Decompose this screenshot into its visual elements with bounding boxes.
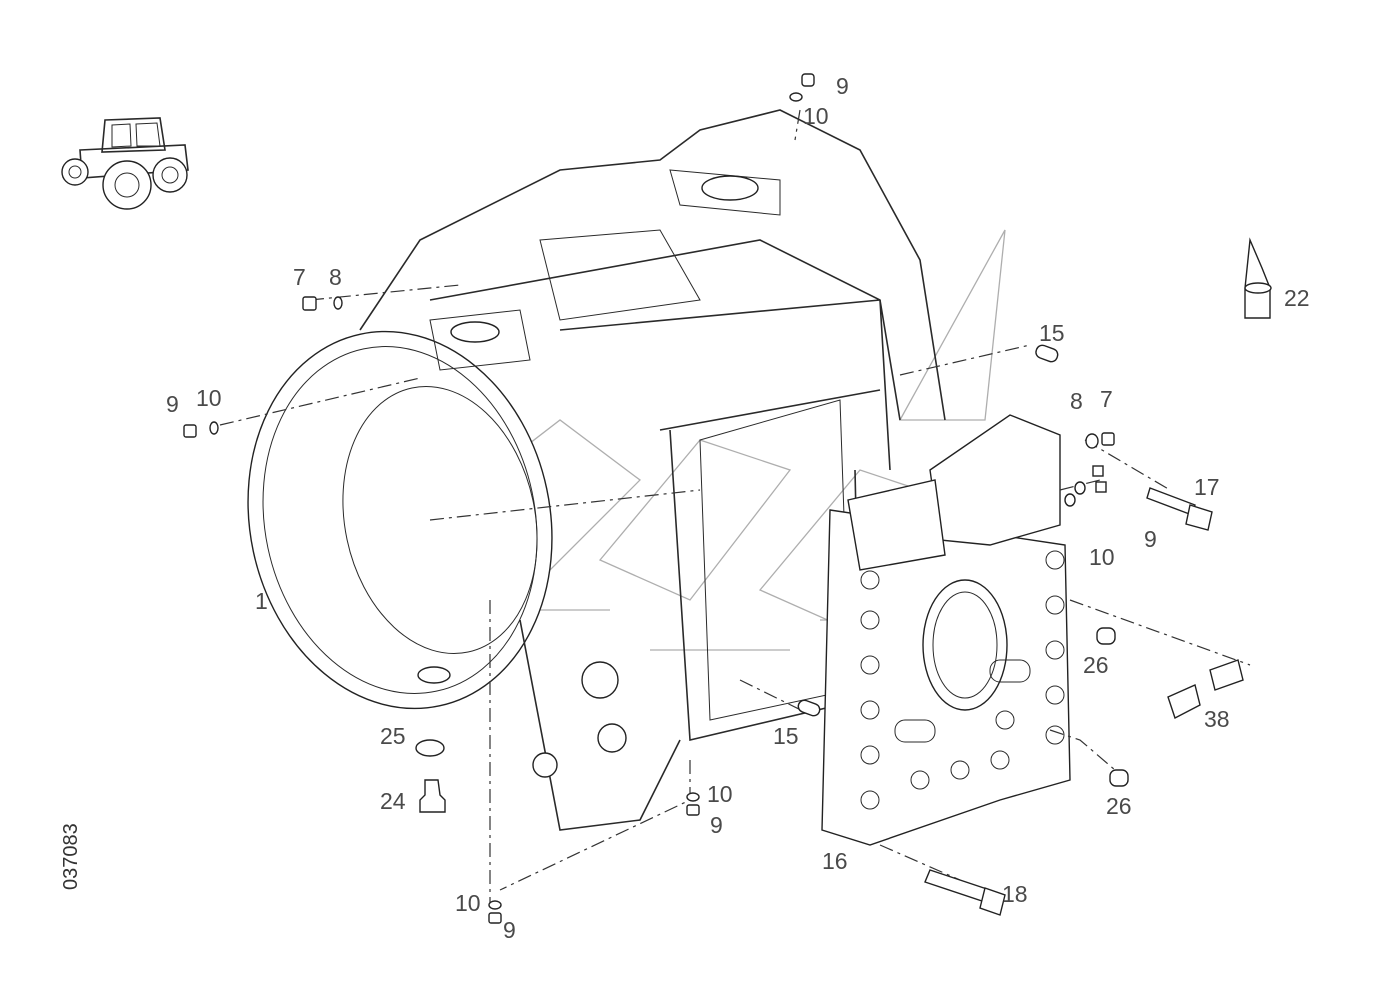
callout-9-mid: 9 — [710, 812, 723, 838]
callout-26-lower: 26 — [1106, 793, 1132, 819]
callout-7-right: 7 — [1100, 386, 1113, 412]
callout-26-upper: 26 — [1083, 652, 1109, 678]
callout-25: 25 — [380, 723, 406, 749]
callout-10-right: 10 — [1089, 544, 1115, 570]
small-parts — [183, 73, 1272, 924]
callout-10-top: 10 — [803, 103, 829, 129]
callout-16: 16 — [822, 848, 848, 874]
callout-9-bottom: 9 — [503, 917, 516, 943]
callout-9-right: 9 — [1144, 526, 1157, 552]
callout-9-left: 9 — [166, 391, 179, 417]
callout-24: 24 — [380, 788, 406, 814]
callout-labels: 9 10 7 8 9 10 1 15 22 8 7 17 9 10 26 38 … — [60, 73, 1310, 943]
callout-10-mid: 10 — [707, 781, 733, 807]
callout-38: 38 — [1204, 706, 1230, 732]
tractor-icon — [61, 117, 189, 210]
callout-15-bottom: 15 — [773, 723, 799, 749]
callout-17: 17 — [1194, 474, 1220, 500]
drawing-number: 037083 — [60, 823, 82, 890]
callout-18: 18 — [1002, 881, 1028, 907]
callout-22: 22 — [1284, 285, 1310, 311]
callout-10-left: 10 — [196, 385, 222, 411]
callout-8-left: 8 — [329, 264, 342, 290]
callout-15-top: 15 — [1039, 320, 1065, 346]
callout-8-right: 8 — [1070, 388, 1083, 414]
callout-1: 1 — [255, 588, 268, 614]
callout-10-bottom: 10 — [455, 890, 481, 916]
transmission-housing — [247, 109, 946, 831]
callout-7-left: 7 — [293, 264, 306, 290]
rear-cover — [821, 414, 1071, 846]
callout-9-top: 9 — [836, 73, 849, 99]
assembly-lines — [219, 109, 1251, 905]
